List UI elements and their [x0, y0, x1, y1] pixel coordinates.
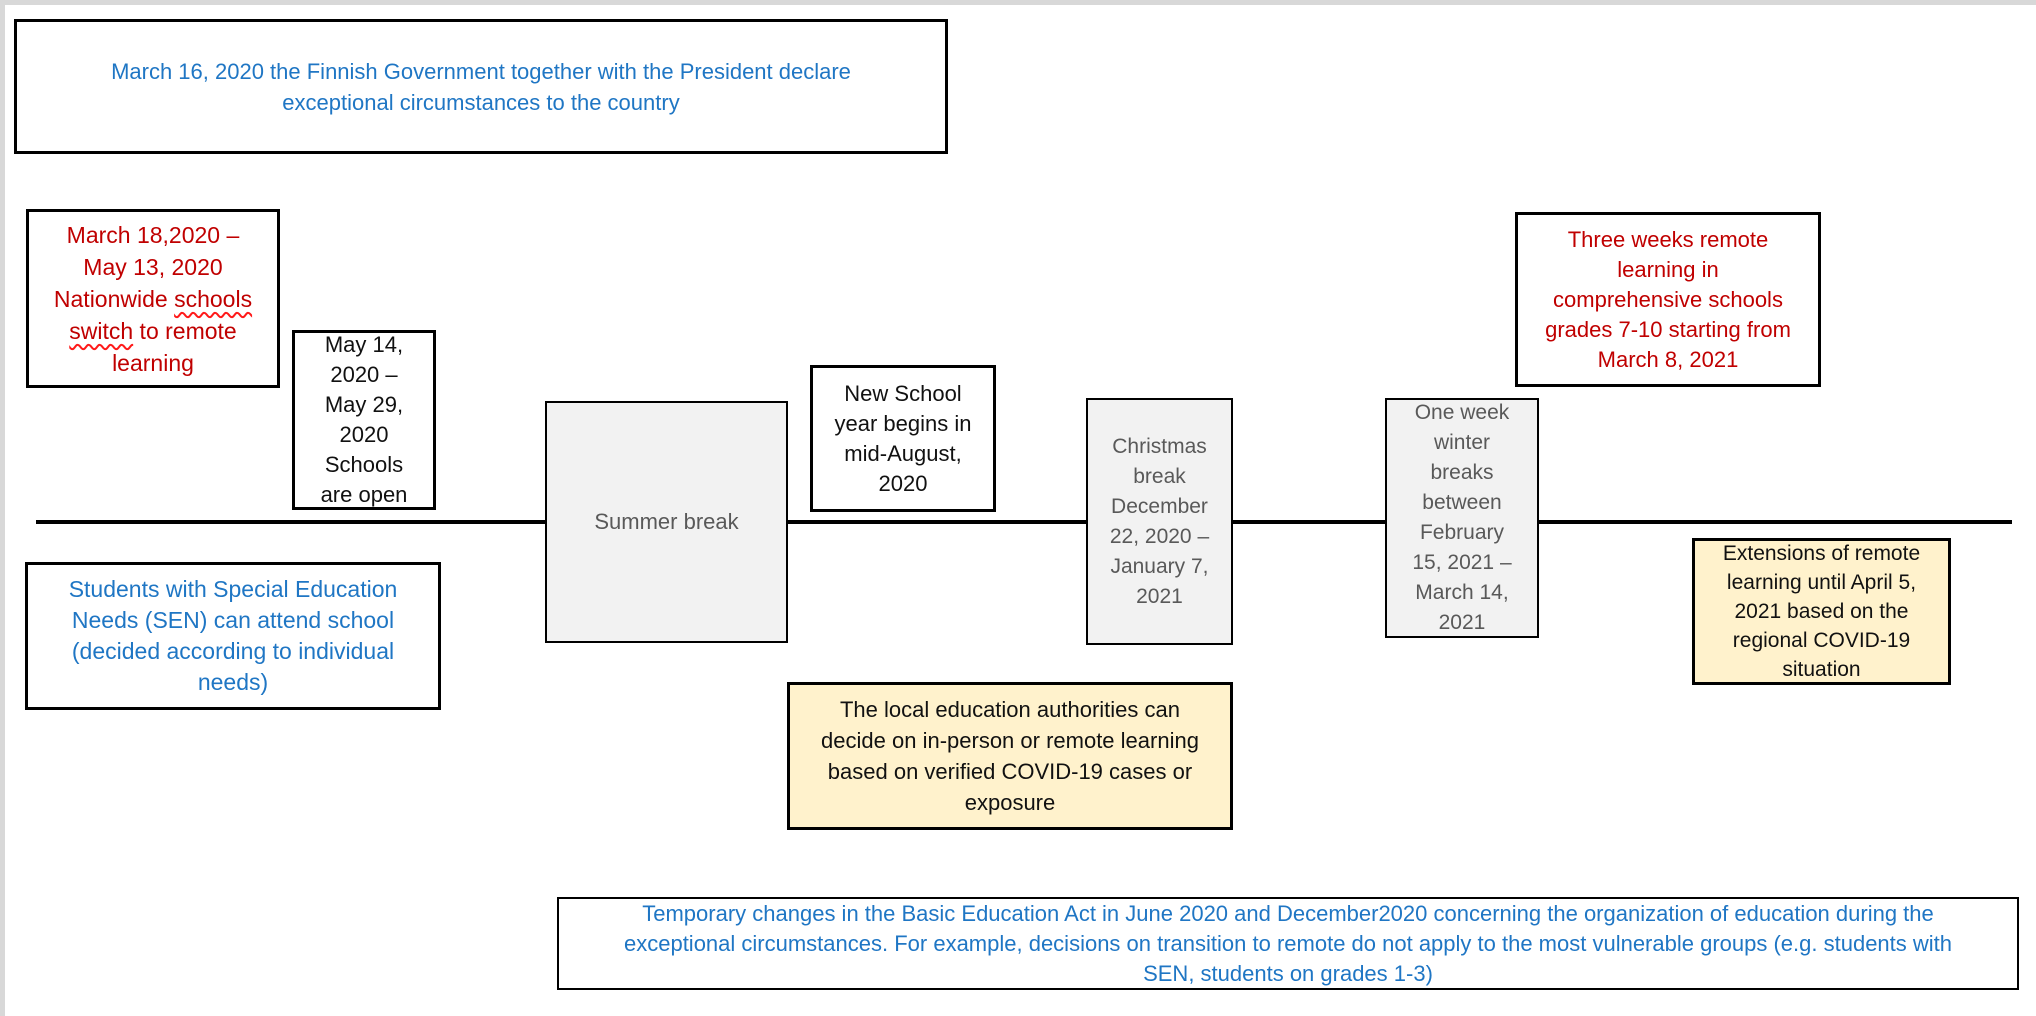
winter-breaks-text: One week winter breaks between February … [1412, 401, 1512, 634]
basic-education-act-box: Temporary changes in the Basic Education… [557, 897, 2019, 990]
new-school-year-box: New School year begins in mid-August, 20… [810, 365, 996, 512]
page-edge-top [0, 0, 2036, 5]
extensions-remote-text: Extensions of remote learning until Apri… [1722, 542, 1921, 681]
summer-break-text: Summer break [594, 509, 739, 534]
nationwide-remote-box: March 18,2020 – May 13, 2020 Nationwide … [26, 209, 280, 388]
new-school-year-text: New School year begins in mid-August, 20… [834, 380, 972, 496]
three-weeks-remote-box: Three weeks remote learning in comprehen… [1515, 212, 1821, 387]
extensions-remote-box: Extensions of remote learning until Apri… [1692, 538, 1951, 685]
spellcheck-wavy-schools: schools [174, 285, 253, 312]
sen-students-text: Students with Special Education Needs (S… [68, 576, 398, 695]
gov-declaration-box: March 16, 2020 the Finnish Government to… [14, 19, 948, 154]
spellcheck-wavy-switch: switch [69, 317, 134, 344]
schools-open-text: May 14, 2020 – May 29, 2020 Schools are … [320, 332, 408, 507]
winter-breaks-box: One week winter breaks between February … [1385, 398, 1539, 638]
local-authorities-box: The local education authorities can deci… [787, 682, 1233, 830]
page-edge-left [0, 0, 5, 1016]
schools-open-box: May 14, 2020 – May 29, 2020 Schools are … [292, 330, 436, 510]
gov-declaration-text: March 16, 2020 the Finnish Government to… [111, 58, 851, 115]
summer-break-box: Summer break [545, 401, 788, 643]
local-authorities-text: The local education authorities can deci… [821, 697, 1199, 815]
christmas-break-text: Christmas break December 22, 2020 – Janu… [1109, 434, 1210, 608]
remote-text-part1: March 18,2020 – May 13, 2020 Nationwide [53, 221, 240, 312]
sen-students-box: Students with Special Education Needs (S… [25, 562, 441, 710]
three-weeks-remote-text: Three weeks remote learning in comprehen… [1545, 226, 1791, 372]
timeline-axis [36, 520, 2012, 524]
remote-text-part2: to remote learning [112, 317, 237, 376]
christmas-break-box: Christmas break December 22, 2020 – Janu… [1086, 398, 1233, 645]
nationwide-remote-text: March 18,2020 – May 13, 2020 Nationwide … [54, 219, 252, 379]
basic-education-act-text: Temporary changes in the Basic Education… [623, 900, 1953, 986]
